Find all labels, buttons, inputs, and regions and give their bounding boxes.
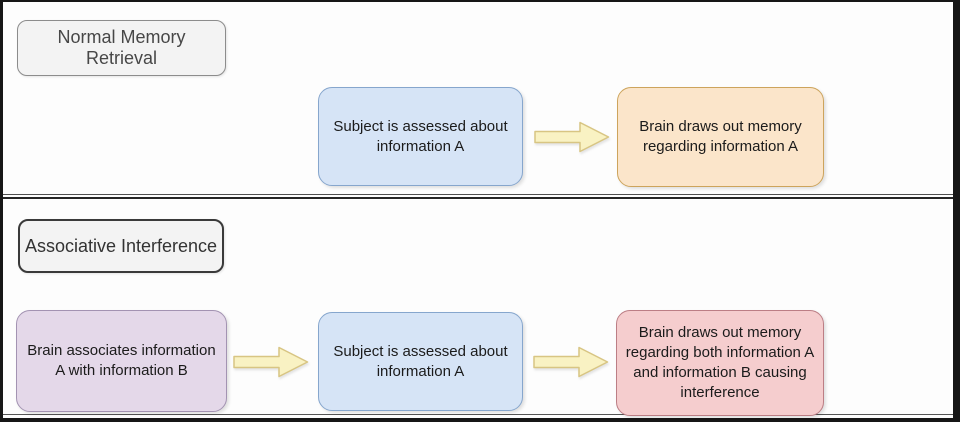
node-text: Subject is assessed about information A [333,342,508,380]
section-divider-line-bold [3,197,953,199]
bottom-rule-line [3,414,953,415]
node-text: Subject is assessed about information A [333,117,508,155]
node-subject-assessed-bottom: Subject is assessed about information A [318,312,523,411]
node-subject-assessed-top: Subject is assessed about information A [318,87,523,186]
arrow-right-icon [533,346,609,378]
section-divider-line [3,194,953,195]
section-label-normal-memory-retrieval: Normal Memory Retrieval [17,20,226,76]
node-text: Brain associates information A with info… [27,342,216,379]
section-label-text: Normal Memory Retrieval [57,27,186,68]
node-brain-draws-memory-interference: Brain draws out memory regarding both in… [616,310,824,416]
section-label-text: Associative Interference [24,235,218,256]
node-text: Brain draws out memory regarding both in… [625,324,815,401]
node-brain-associates: Brain associates information A with info… [16,310,227,412]
arrow-right-icon [233,346,309,378]
arrow-right-icon [534,121,610,153]
node-text: Brain draws out memory regarding informa… [639,118,802,155]
section-label-associative-interference: Associative Interference [18,219,224,273]
node-brain-draws-memory-a: Brain draws out memory regarding informa… [617,87,824,187]
